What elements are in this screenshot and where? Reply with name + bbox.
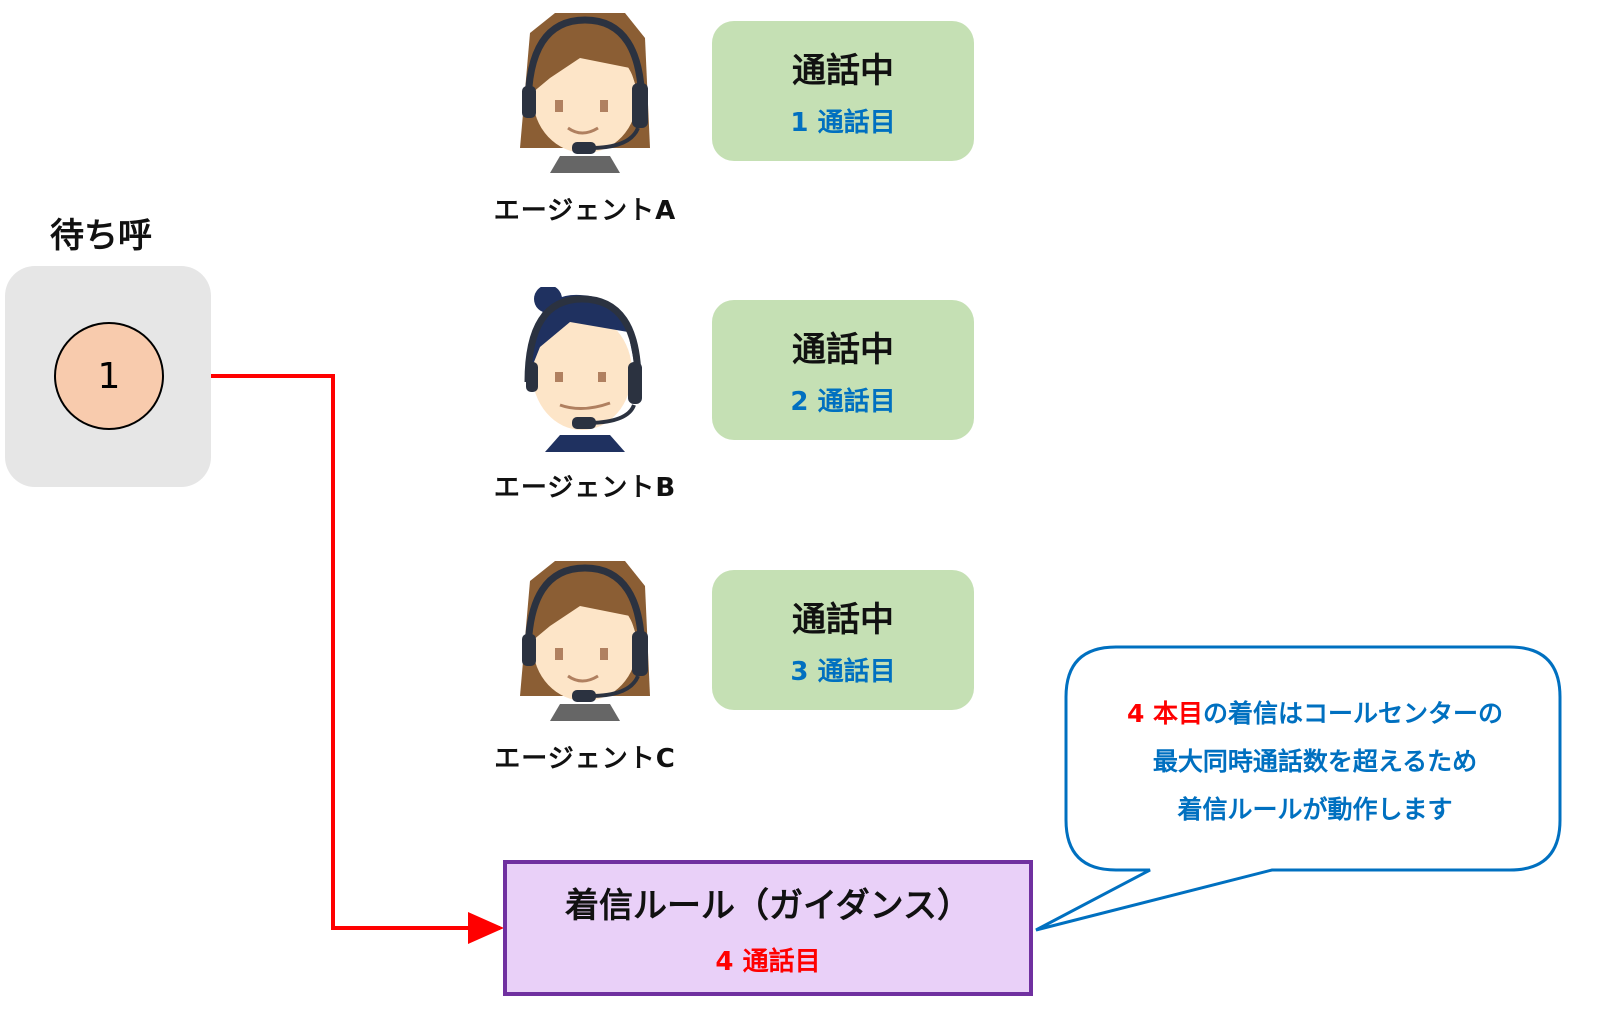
- status-text: 通話中: [792, 600, 894, 640]
- agent-c-avatar-icon: [520, 561, 650, 721]
- agent-b-avatar-icon: [524, 287, 642, 452]
- call-number: 3 通話目: [790, 657, 896, 687]
- agent-c-label: エージェントC: [494, 744, 676, 774]
- call-number: 2 通話目: [790, 387, 896, 417]
- status-text: 通話中: [792, 51, 894, 91]
- callout-line-2: 最大同時通話数を超えるため: [1152, 747, 1478, 776]
- waiting-call-badge: 1: [54, 322, 164, 430]
- agent-a-avatar-icon: [520, 13, 650, 173]
- agent-b-label: エージェントB: [493, 473, 677, 503]
- callout-text: 4 本目の着信はコールセンターの 最大同時通話数を超えるため 着信ルールが動作し…: [1070, 690, 1560, 834]
- rule-call-number: 4 通話目: [715, 947, 821, 977]
- call-number: 1 通話目: [790, 108, 896, 138]
- agent-a-label: エージェントA: [493, 196, 677, 226]
- callout-bubble: [1035, 645, 1562, 932]
- agent-a-status: 通話中 1 通話目: [712, 21, 974, 161]
- callout-line-1-text: の着信はコールセンターの: [1203, 699, 1504, 728]
- callout-line-1: 4 本目の着信はコールセンターの: [1070, 690, 1560, 738]
- routing-arrow: [162, 374, 504, 944]
- agent-c-status: 通話中 3 通話目: [712, 570, 974, 710]
- rule-title: 着信ルール（ガイダンス）: [565, 886, 971, 926]
- status-text: 通話中: [792, 330, 894, 370]
- queue-title: 待ち呼: [50, 216, 152, 256]
- agent-b-status: 通話中 2 通話目: [712, 300, 974, 440]
- callout-highlight: 4 本目: [1126, 699, 1204, 728]
- callout-line-3: 着信ルールが動作します: [1177, 795, 1453, 824]
- incoming-rule-box: 着信ルール（ガイダンス） 4 通話目: [503, 860, 1033, 996]
